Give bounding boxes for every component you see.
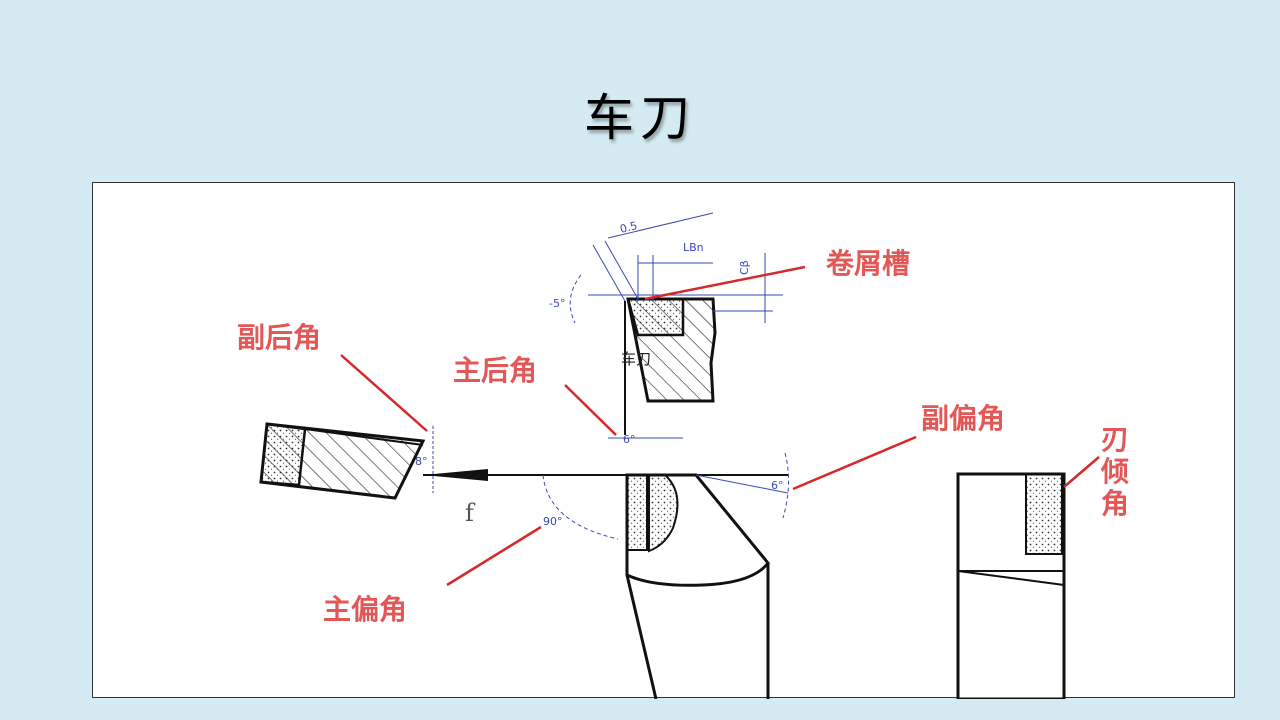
diagram-frame: 0.5 LBn Cβ -5° 6° 车刀 8° f	[92, 182, 1235, 699]
minor-relief-view: 8°	[259, 422, 434, 500]
turning-tool-diagram: 0.5 LBn Cβ -5° 6° 车刀 8° f	[236, 212, 1130, 699]
inclination-insert	[1025, 473, 1063, 555]
dim-label-d3: Cβ	[738, 260, 751, 275]
dim-label-a3: 8°	[415, 455, 428, 468]
leader-inclination	[1063, 456, 1100, 488]
leader-main-edge	[446, 525, 542, 587]
plan-insert-1	[626, 474, 648, 551]
dim-label-d1: 0.5	[619, 219, 639, 236]
label-chip-groove: 卷屑槽	[826, 247, 910, 280]
plan-view: f 90° 6°	[423, 452, 790, 699]
main-angle-arc	[542, 474, 619, 540]
dim-arc-1	[569, 274, 582, 324]
label-edge-inclination-2: 倾	[1100, 455, 1129, 488]
label-main-cutting-edge-angle: 主偏角	[323, 593, 407, 626]
shank-left	[625, 574, 658, 699]
slide-title: 车刀	[584, 89, 696, 147]
side-top-line	[304, 428, 424, 446]
dim-line-2	[604, 240, 639, 300]
inclination-view	[956, 472, 1066, 699]
label-edge-inclination-3: 角	[1101, 487, 1129, 520]
leader-chip-groove	[644, 265, 806, 301]
dim-label-a1: -5°	[549, 297, 565, 310]
feed-arrow	[423, 469, 488, 481]
leader-main-relief	[564, 384, 617, 436]
dim-line-1	[592, 244, 626, 302]
label-main-relief-angle: 主后角	[453, 354, 537, 387]
label-edge-inclination-1: 刃	[1101, 423, 1129, 456]
center-caption: 车刀	[621, 350, 651, 368]
inclination-line-2	[957, 570, 1065, 586]
dim-label-a5: 90°	[543, 515, 563, 528]
dim-label-a4: 6°	[771, 479, 784, 492]
minor-angle-line	[695, 474, 789, 494]
label-minor-relief-angle: 副后角	[237, 321, 321, 354]
leader-minor-edge	[792, 435, 917, 491]
side-insert	[259, 422, 307, 487]
minor-angle-arc	[782, 452, 790, 519]
dim-line-3	[607, 212, 714, 239]
top-section-view: 0.5 LBn Cβ -5° 6° 车刀	[549, 212, 783, 446]
leader-minor-relief	[340, 354, 428, 432]
dim-label-a2: 6°	[623, 433, 636, 446]
plan-insert-2	[648, 474, 679, 553]
top-insert	[626, 297, 685, 337]
leader-lines	[340, 265, 1100, 587]
dim-label-d2: LBn	[683, 241, 704, 254]
feed-label: f	[465, 499, 476, 527]
label-minor-cutting-edge-angle: 副偏角	[921, 402, 1005, 435]
